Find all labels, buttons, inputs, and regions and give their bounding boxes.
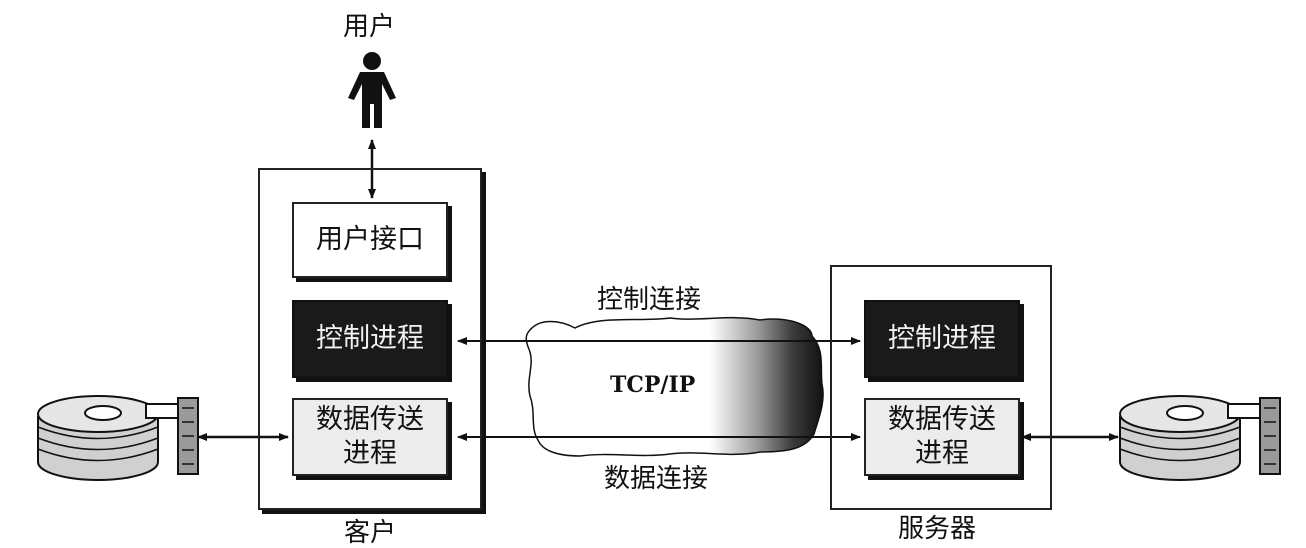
client-control-process: 控制进程 xyxy=(292,300,448,378)
client-box xyxy=(258,168,482,510)
user-label: 用户 xyxy=(343,12,396,42)
diagram-canvas xyxy=(37,52,1281,481)
server-box xyxy=(830,265,1052,510)
server-control-process: 控制进程 xyxy=(864,300,1020,378)
server-disk-icon xyxy=(1119,395,1281,481)
server-label: 服务器 xyxy=(898,514,977,544)
client-data-transfer-process: 数据传送进程 xyxy=(292,398,448,476)
network-cloud xyxy=(525,316,824,457)
control-connection-label: 控制连接 xyxy=(597,285,702,315)
client-label: 客户 xyxy=(344,518,397,548)
server-data-transfer-process: 数据传送进程 xyxy=(864,398,1020,476)
client-disk-icon xyxy=(37,395,199,481)
person-icon xyxy=(348,52,396,128)
network-protocol-label: TCP/IP xyxy=(610,372,696,398)
data-connection-label: 数据连接 xyxy=(604,464,709,494)
client-user-interface: 用户接口 xyxy=(292,202,448,278)
